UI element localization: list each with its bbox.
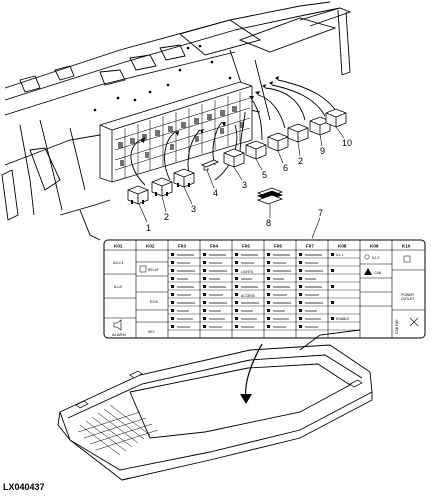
- callout-1: 1: [146, 223, 151, 233]
- callout-3: 3: [191, 204, 196, 214]
- callout-10: 10: [342, 138, 352, 148]
- relay-panel-shading: [118, 106, 244, 166]
- fuse-glyphs: [171, 253, 302, 328]
- leader-lines: [138, 126, 345, 239]
- col-header-k10: K10: [402, 244, 411, 249]
- k02-eck: ECK: [150, 299, 159, 304]
- relay-pins: [131, 183, 190, 204]
- f05-access: ACCESS: [241, 294, 256, 298]
- figure-id-label: LX040437: [3, 482, 45, 492]
- col-header-k08: K08: [338, 244, 347, 249]
- k02-relay: RELAY: [148, 268, 160, 272]
- sun-icon: [364, 254, 370, 260]
- k10-power: POWER: [401, 293, 414, 297]
- relay-panel-cells: [114, 92, 251, 178]
- callouts: 1 2 3 4 3 5 6 2 9 10 7 8: [146, 138, 352, 233]
- callout-3b: 3: [242, 180, 247, 190]
- k10-cab-fan: CAB FAN: [395, 319, 399, 334]
- k09-can: CAN: [374, 271, 382, 275]
- col-f03: [168, 257, 200, 331]
- cover-tabs: [75, 370, 363, 409]
- frame-detail-dots: [93, 44, 232, 112]
- callout-2: 2: [164, 212, 169, 222]
- fuse-pack-8: [256, 187, 284, 205]
- col-header-f04: F04: [210, 244, 218, 249]
- k08-ill1: ILL 1: [336, 253, 344, 257]
- k01-illk: ILLK: [114, 284, 123, 289]
- col-header-k09: K09: [370, 244, 379, 249]
- col-f04: [200, 257, 232, 331]
- col-k01: ACC1 ILLK ALARM: [104, 260, 136, 337]
- arrowheads: [140, 76, 279, 143]
- col-k09: ILL 2 CAN: [360, 254, 392, 307]
- insertion-arrows: [130, 79, 341, 186]
- fuse-text-dashes: [177, 254, 323, 328]
- warning-triangle-icon: [364, 268, 372, 275]
- cover-grille: [77, 404, 159, 456]
- col-header-k01: K01: [114, 244, 123, 249]
- callout-8: 8: [266, 218, 271, 228]
- col-k10: POWER OUTLET CAB FAN: [392, 255, 425, 334]
- cab-frame-lines: [1, 1, 352, 241]
- relay-symbol-icon: [139, 265, 147, 273]
- col-header-f07: F07: [306, 244, 314, 249]
- lower-cover-panel: [57, 329, 373, 481]
- fuse-columns: [168, 257, 328, 331]
- col-k02: RELAY ECK KEY: [136, 261, 168, 334]
- callout-6: 6: [283, 163, 288, 173]
- outlet-icon: [403, 255, 411, 263]
- k10-outlet: OUTLET: [401, 297, 414, 301]
- col-header-k02: K02: [146, 244, 155, 249]
- k01-acc1: ACC1: [113, 260, 124, 265]
- fan-icon: [409, 317, 419, 327]
- col-f05: [232, 257, 264, 331]
- k09-ill2: ILL 2: [372, 256, 380, 260]
- rotate-arrow: [240, 343, 263, 404]
- col-f06: [264, 257, 296, 331]
- callout-5: 5: [262, 170, 267, 180]
- col-f07: [296, 257, 328, 331]
- callout-2b: 2: [298, 156, 303, 166]
- col-header-f03: F03: [178, 244, 186, 249]
- arrowhead-down-icon: [240, 394, 252, 404]
- col-k08: ILL 1 ENABLE: [328, 253, 360, 331]
- col-header-f06: F06: [274, 244, 282, 249]
- callout-4: 4: [213, 188, 218, 198]
- callout-9: 9: [320, 146, 325, 156]
- k01-alarm: ALARM: [112, 332, 126, 337]
- k02-key: KEY: [148, 330, 156, 334]
- col-header-f05: F05: [242, 244, 250, 249]
- relay-parts: [127, 108, 347, 205]
- f05-lights: LIGHTS: [241, 270, 254, 274]
- callout-7: 7: [318, 208, 323, 218]
- speaker-icon: [113, 319, 122, 331]
- k08-enable: ENABLE: [336, 317, 350, 321]
- fuse-label-decal: K01 K02 F03 F04 F05 F06 F07 K08 K09 K10 …: [103, 239, 426, 339]
